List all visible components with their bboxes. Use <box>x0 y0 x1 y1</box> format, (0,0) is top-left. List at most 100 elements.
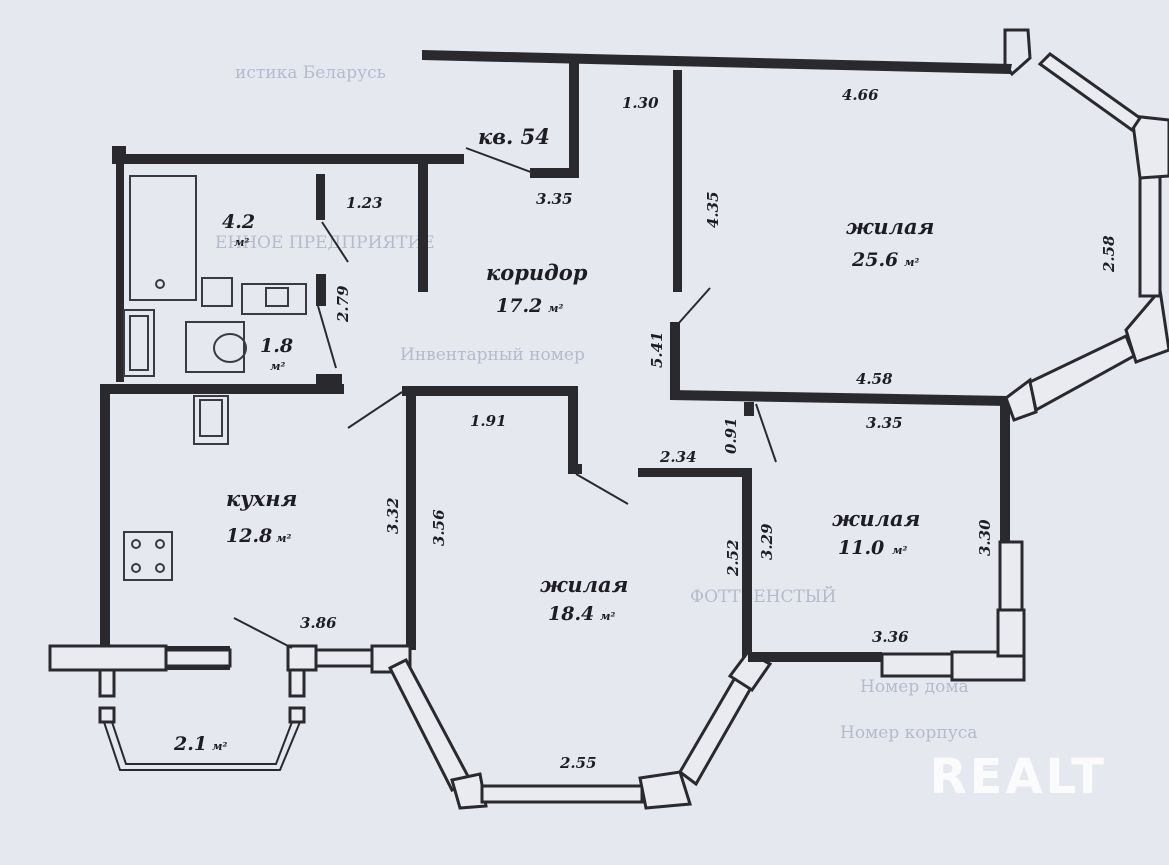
wall-bottom-left-window <box>164 648 232 668</box>
bay-window-bottom <box>480 784 644 804</box>
bg-text-3: Инвентарный номер <box>400 345 585 365</box>
radiator-bath <box>123 309 155 377</box>
balcony-pier-right <box>288 668 306 698</box>
living-large-area: 25.6 <box>851 249 898 271</box>
dim-3-29: 3.29 <box>758 523 776 560</box>
wall-middle-right <box>742 468 752 668</box>
kitchen-sink <box>193 395 229 445</box>
living-middle-unit: м² <box>600 610 615 623</box>
dim-3-35-right: 3.35 <box>866 414 903 432</box>
wall-top <box>422 50 1012 74</box>
dim-1-91: 1.91 <box>470 412 507 430</box>
dim-3-36: 3.36 <box>872 628 909 646</box>
living-right-name: жилая <box>832 506 920 531</box>
bg-text-1: истикa Беларусь <box>235 63 386 83</box>
wall-bathroom-top <box>118 154 464 164</box>
pier-right-lower <box>996 608 1026 658</box>
wall-bottom-left-box <box>48 644 168 672</box>
balcony-unit: м² <box>212 740 227 753</box>
fixtures <box>123 175 307 581</box>
balcony-area: 2.1 <box>173 733 207 755</box>
corridor-name: коридор <box>486 260 588 285</box>
walls <box>48 28 1169 810</box>
dim-4-66: 4.66 <box>842 86 879 104</box>
bay-corner-right <box>638 770 692 810</box>
door-small-bedroom <box>755 403 777 463</box>
wall-bathroom-right <box>418 160 428 292</box>
dim-3-35-top: 3.35 <box>536 190 573 208</box>
bg-text-4: ФОТТВЕНСТЫЙ <box>690 586 836 607</box>
living-right-area: 11.0 <box>838 537 884 559</box>
living-right-unit: м² <box>892 544 907 557</box>
balcony-post-left <box>98 706 116 724</box>
wall-kitchen-middle <box>406 394 416 650</box>
balcony-pier-left <box>98 668 116 698</box>
dim-3-30: 3.30 <box>976 519 994 556</box>
wall-toilet-right <box>316 274 326 306</box>
bay-right-lower-window <box>1028 333 1136 413</box>
door-swings <box>233 147 777 649</box>
wall-left <box>100 392 110 648</box>
kitchen-name: кухня <box>226 486 297 511</box>
wall-middle-top-stub <box>568 386 578 472</box>
apartment-label: кв. 54 <box>478 124 550 149</box>
wall-kitchen-left-join <box>100 384 126 394</box>
dim-3-56: 3.56 <box>430 509 448 546</box>
bay-corner-left <box>450 772 488 810</box>
balcony-post-right <box>288 706 306 724</box>
wall-stub-kv54-foot <box>530 168 578 178</box>
wall-small-bedroom-top <box>638 468 750 477</box>
dim-1-23: 1.23 <box>346 194 383 212</box>
wall-bottom-right <box>748 652 882 662</box>
radiator-bath-inner <box>129 315 149 371</box>
bay-right-upper-window <box>1037 52 1143 133</box>
toilet-bowl <box>213 333 247 363</box>
dim-2-79: 2.79 <box>334 285 352 323</box>
kitchen-unit: м² <box>276 532 291 545</box>
watermark-logo: REALT <box>929 749 1107 805</box>
wall-middle-top-foot <box>568 464 582 474</box>
door-middle <box>575 473 629 505</box>
bay-right-window-vertical <box>1138 174 1162 298</box>
dim-5-41: 5.41 <box>648 331 666 368</box>
wall-kitchen-top <box>118 384 344 394</box>
door-toilet <box>317 305 337 369</box>
dimension-labels: 1.30 4.66 3.35 1.23 4.35 2.58 2.79 5.41 … <box>300 86 1118 772</box>
stove <box>123 531 173 581</box>
kitchen-area: 12.8 <box>226 525 272 547</box>
wall-stub-kv54 <box>569 58 579 178</box>
door-balcony <box>233 617 293 649</box>
dim-2-34: 2.34 <box>659 448 697 466</box>
wall-bath-left <box>116 160 124 382</box>
washbasin <box>201 277 233 307</box>
window-kitchen <box>314 648 374 668</box>
bay-wall-left <box>387 658 473 793</box>
door-kv54 <box>465 147 537 175</box>
dim-2-52: 2.52 <box>724 539 742 577</box>
burner-3 <box>131 563 141 573</box>
dim-1-30: 1.30 <box>622 94 659 112</box>
kitchen-sink-inner <box>199 399 223 437</box>
burner-4 <box>155 563 165 573</box>
dim-3-32: 3.32 <box>384 497 402 534</box>
bathroom-area: 4.2 <box>222 211 255 233</box>
bathtub-drain <box>155 279 165 289</box>
dim-2-55: 2.55 <box>559 754 597 772</box>
wall-partition-lower <box>670 322 680 394</box>
dim-4-58: 4.58 <box>856 370 893 388</box>
bay-right-lower-diagonal <box>1004 377 1038 422</box>
wall-corner-top-right <box>1003 28 1032 77</box>
corridor-unit: м² <box>548 302 563 315</box>
bay-right-upper-pier <box>1130 114 1169 180</box>
bg-text-2: ЕННОЕ ПРЕДПРИЯТИЕ <box>215 233 435 253</box>
wall-door-stub <box>744 402 754 416</box>
balcony-outline-inner <box>111 721 293 765</box>
dim-0-91: 0.91 <box>722 417 740 454</box>
dim-3-86: 3.86 <box>300 614 337 632</box>
wall-toilet-bottom-stub <box>316 374 342 384</box>
burner-1 <box>131 539 141 549</box>
bay-wall-right <box>678 673 755 787</box>
dim-2-58: 2.58 <box>1100 235 1118 273</box>
toilet-unit: м² <box>270 360 285 373</box>
